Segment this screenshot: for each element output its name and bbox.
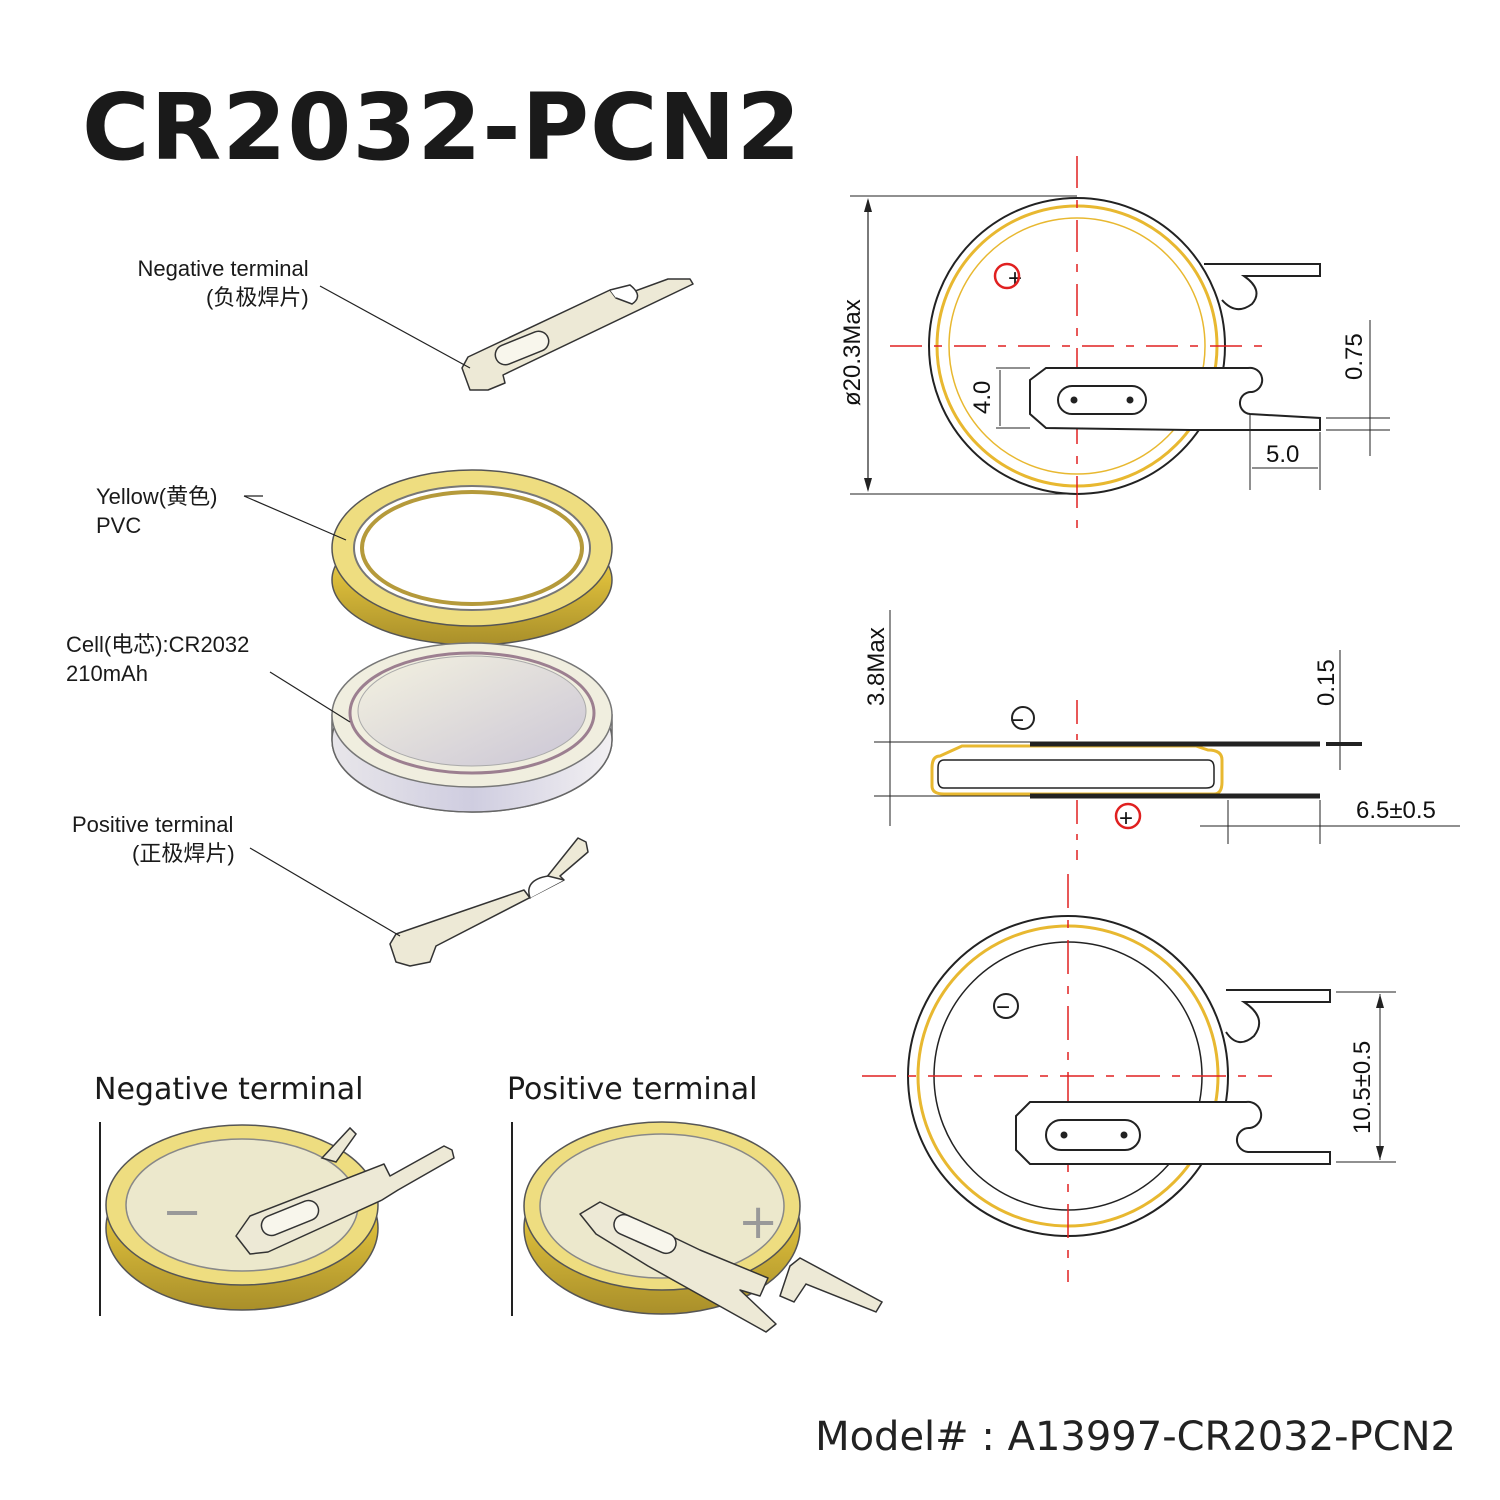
positive-terminal-label-cn: (正极焊片) bbox=[132, 841, 235, 866]
dim-tab-thickness: 0.75 bbox=[1341, 333, 1368, 380]
plus-sign: + bbox=[738, 1194, 778, 1250]
model-number: Model# : A13997-CR2032-PCN2 bbox=[815, 1414, 1456, 1460]
cell-label: Cell(电芯):CR2032 210mAh bbox=[66, 630, 249, 688]
bottom-view: − 10.5±0.5 bbox=[862, 874, 1396, 1282]
dim-tab-width: 4.0 bbox=[969, 381, 996, 414]
ring-label-material: PVC bbox=[96, 513, 142, 538]
negative-terminal-part bbox=[319, 278, 694, 391]
dim-diameter: ø20.3Max bbox=[839, 299, 866, 406]
negative-view-drawing: − bbox=[99, 1122, 455, 1316]
top-view: + ø20.3Max 4.0 0.75 5.0 bbox=[839, 156, 1390, 532]
cell-part bbox=[269, 642, 613, 813]
positive-view-drawing: + bbox=[511, 1121, 884, 1333]
positive-view-label: Positive terminal bbox=[507, 1072, 758, 1107]
minus-mark-bottom: − bbox=[996, 994, 1010, 1021]
minus-sign: − bbox=[162, 1184, 202, 1240]
dim-pin-spacing: 10.5±0.5 bbox=[1349, 1041, 1376, 1134]
cell-label-model: Cell(电芯):CR2032 bbox=[66, 632, 250, 657]
positive-terminal-label: Positive terminal (正极焊片) bbox=[72, 810, 235, 868]
negative-terminal-label: Negative terminal (负极焊片) bbox=[134, 254, 309, 312]
dim-height: 3.8Max bbox=[863, 627, 890, 706]
negative-terminal-label-cn: (负极焊片) bbox=[206, 285, 309, 310]
plus-mark-side: + bbox=[1119, 805, 1133, 832]
ring-label-en: Yellow(黄色) bbox=[96, 484, 218, 509]
negative-terminal-label-en: Negative terminal bbox=[137, 256, 309, 281]
positive-terminal-label-en: Positive terminal bbox=[72, 812, 234, 837]
positive-terminal-part bbox=[249, 837, 589, 967]
negative-view-label: Negative terminal bbox=[94, 1072, 364, 1107]
cell-label-capacity: 210mAh bbox=[66, 661, 148, 686]
dim-foil-thickness: 0.15 bbox=[1313, 659, 1340, 706]
page-title: CR2032-PCN2 bbox=[82, 74, 802, 181]
dim-lead-length: 6.5±0.5 bbox=[1356, 797, 1436, 824]
ring-label: Yellow(黄色) PVC bbox=[96, 482, 217, 540]
side-view: 3.8Max − + 0.15 6.5±0.5 bbox=[863, 610, 1460, 860]
dim-tab-length: 5.0 bbox=[1266, 441, 1299, 468]
pvc-ring-part bbox=[243, 469, 613, 646]
